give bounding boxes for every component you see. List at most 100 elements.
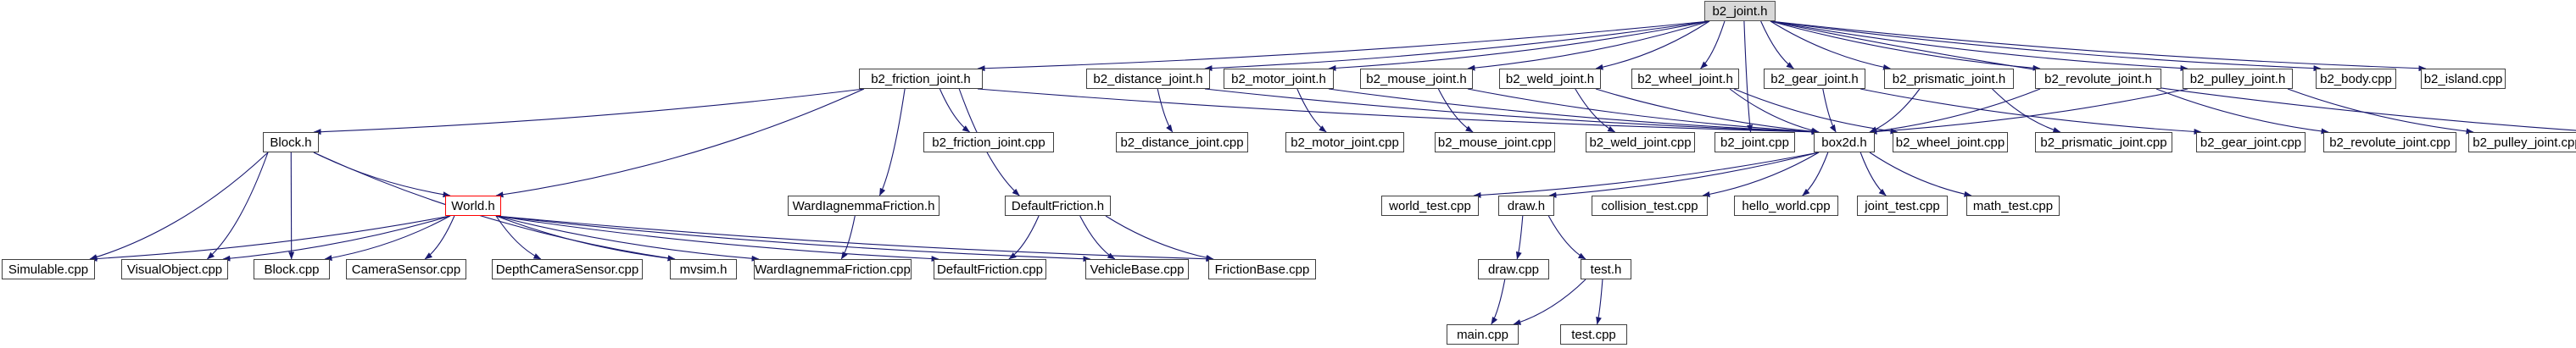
graph-node-b2-revolute-joint-cpp[interactable]: b2_revolute_joint.cpp <box>2323 132 2456 152</box>
graph-node-b2-gear-joint-cpp[interactable]: b2_gear_joint.cpp <box>2196 132 2306 152</box>
graph-node-b2-mouse-joint-h[interactable]: b2_mouse_joint.h <box>1360 69 1473 89</box>
graph-node-draw-h[interactable]: draw.h <box>1498 196 1554 216</box>
graph-node-b2-wheel-joint-cpp[interactable]: b2_wheel_joint.cpp <box>1893 132 2008 152</box>
graph-edge <box>1860 152 1887 196</box>
graph-edge <box>206 152 269 260</box>
graph-node-b2-prismatic-joint-h[interactable]: b2_prismatic_joint.h <box>1884 69 2014 89</box>
graph-node-test-cpp[interactable]: test.cpp <box>1560 324 1627 345</box>
graph-node-label: FrictionBase.cpp <box>1214 262 1310 277</box>
graph-node-b2-gear-joint-h[interactable]: b2_gear_joint.h <box>1764 69 1865 89</box>
graph-node-joint-test-cpp[interactable]: joint_test.cpp <box>1857 196 1948 216</box>
graph-edge <box>495 88 865 198</box>
graph-node-World-h[interactable]: World.h <box>445 196 501 216</box>
graph-node-b2-body-cpp[interactable]: b2_body.cpp <box>2316 69 2396 89</box>
graph-edge <box>1328 20 1710 71</box>
graph-node-b2-prismatic-joint-cpp[interactable]: b2_prismatic_joint.cpp <box>2035 132 2172 152</box>
graph-node-b2-motor-joint-h[interactable]: b2_motor_joint.h <box>1224 69 1334 89</box>
graph-edge <box>1595 88 1820 135</box>
graph-node-hello-world-cpp[interactable]: hello_world.cpp <box>1734 196 1838 216</box>
graph-node-Block-h[interactable]: Block.h <box>263 132 319 152</box>
graph-node-collision-test-cpp[interactable]: collision_test.cpp <box>1592 196 1708 216</box>
graph-edge <box>1513 279 1586 325</box>
graph-node-b2-joint-h[interactable]: b2_joint.h <box>1704 1 1776 21</box>
graph-node-b2-wheel-joint-h[interactable]: b2_wheel_joint.h <box>1631 69 1739 89</box>
graph-edge <box>1760 20 1794 69</box>
graph-edge <box>1105 215 1214 261</box>
graph-node-b2-mouse-joint-cpp[interactable]: b2_mouse_joint.cpp <box>1435 132 1555 152</box>
graph-edge <box>1822 88 1837 133</box>
graph-edge <box>878 88 906 196</box>
graph-node-box2d-h[interactable]: box2d.h <box>1814 132 1875 152</box>
graph-edge <box>1869 88 2188 135</box>
graph-node-b2-weld-joint-h[interactable]: b2_weld_joint.h <box>1499 69 1601 89</box>
graph-node-b2-pulley-joint-h[interactable]: b2_pulley_joint.h <box>2183 69 2293 89</box>
graph-node-FrictionBase-cpp[interactable]: FrictionBase.cpp <box>1208 259 1316 279</box>
graph-node-label: test.cpp <box>1571 327 1616 342</box>
graph-edge <box>1467 88 1820 135</box>
graph-node-DefaultFriction-h[interactable]: DefaultFriction.h <box>1005 196 1111 216</box>
graph-node-math-test-cpp[interactable]: math_test.cpp <box>1966 196 2060 216</box>
graph-edge <box>977 20 1710 72</box>
graph-edge <box>1547 215 1586 260</box>
graph-node-b2-friction-joint-cpp[interactable]: b2_friction_joint.cpp <box>923 132 1054 152</box>
graph-edge <box>1869 152 1972 197</box>
graph-edge <box>89 215 451 262</box>
graph-node-label: b2_joint.h <box>1712 3 1768 19</box>
graph-node-VisualObject-cpp[interactable]: VisualObject.cpp <box>121 259 228 279</box>
graph-node-WardIagnemmaFriction-cpp[interactable]: WardIagnemmaFriction.cpp <box>754 259 912 279</box>
graph-node-label: CameraSensor.cpp <box>351 262 461 277</box>
graph-node-CameraSensor-cpp[interactable]: CameraSensor.cpp <box>346 259 466 279</box>
graph-node-Block-cpp[interactable]: Block.cpp <box>254 259 330 279</box>
graph-node-b2-pulley-joint-cpp[interactable]: b2_pulley_joint.cpp <box>2468 132 2576 152</box>
graph-node-mvsim-h[interactable]: mvsim.h <box>670 259 737 279</box>
graph-node-label: b2_motor_joint.h <box>1231 71 1326 86</box>
graph-edge <box>1008 215 1040 260</box>
graph-node-test-h[interactable]: test.h <box>1581 259 1631 279</box>
graph-node-label: test.h <box>1590 262 1622 277</box>
graph-edge <box>1733 88 1899 135</box>
graph-edge <box>1328 88 1820 135</box>
graph-edge <box>495 215 940 262</box>
graph-node-label: b2_revolute_joint.cpp <box>2329 135 2451 150</box>
graph-edge <box>1860 88 2202 135</box>
graph-node-label: draw.h <box>1507 198 1546 213</box>
graph-edge <box>313 88 865 135</box>
graph-node-b2-distance-joint-h[interactable]: b2_distance_joint.h <box>1086 69 1210 89</box>
graph-node-b2-joint-cpp[interactable]: b2_joint.cpp <box>1715 132 1795 152</box>
graph-edge <box>1079 215 1116 260</box>
graph-node-label: draw.cpp <box>1487 262 1540 277</box>
graph-edge <box>1157 88 1174 133</box>
graph-edge <box>1770 20 2188 72</box>
graph-node-label: b2_pulley_joint.cpp <box>2473 135 2576 150</box>
graph-node-VehicleBase-cpp[interactable]: VehicleBase.cpp <box>1085 259 1189 279</box>
graph-node-label: b2_motor_joint.cpp <box>1291 135 1399 150</box>
graph-node-WardIagnemmaFriction-h[interactable]: WardIagnemmaFriction.h <box>788 196 940 216</box>
graph-node-label: b2_weld_joint.cpp <box>1589 135 1692 150</box>
graph-node-DepthCameraSensor-cpp[interactable]: DepthCameraSensor.cpp <box>492 259 643 279</box>
graph-node-b2-island-cpp[interactable]: b2_island.cpp <box>2421 69 2506 89</box>
graph-node-label: b2_pulley_joint.h <box>2189 71 2286 86</box>
graph-node-b2-distance-joint-cpp[interactable]: b2_distance_joint.cpp <box>1116 132 1248 152</box>
graph-edge <box>222 215 451 262</box>
graph-edge <box>1575 88 1616 133</box>
graph-node-Simulable-cpp[interactable]: Simulable.cpp <box>2 259 95 279</box>
graph-node-world-test-cpp[interactable]: world_test.cpp <box>1381 196 1479 216</box>
graph-node-draw-cpp[interactable]: draw.cpp <box>1478 259 1549 279</box>
graph-node-b2-motor-joint-cpp[interactable]: b2_motor_joint.cpp <box>1285 132 1404 152</box>
graph-node-DefaultFriction-cpp[interactable]: DefaultFriction.cpp <box>934 259 1046 279</box>
graph-edge <box>1770 20 1891 70</box>
graph-node-label: main.cpp <box>1457 327 1508 342</box>
graph-node-label: b2_distance_joint.h <box>1093 71 1203 86</box>
graph-node-label: b2_prismatic_joint.cpp <box>2040 135 2167 150</box>
graph-edge <box>424 215 455 260</box>
graph-node-b2-weld-joint-cpp[interactable]: b2_weld_joint.cpp <box>1586 132 1695 152</box>
graph-node-b2-revolute-joint-h[interactable]: b2_revolute_joint.h <box>2035 69 2161 89</box>
graph-edge <box>1992 88 2061 133</box>
graph-edge <box>1802 152 1829 196</box>
graph-node-label: b2_revolute_joint.h <box>2044 71 2152 86</box>
graph-node-main-cpp[interactable]: main.cpp <box>1447 324 1519 345</box>
graph-edge <box>1770 20 2427 72</box>
graph-edge <box>495 215 676 262</box>
graph-edge <box>495 215 542 260</box>
graph-node-b2-friction-joint-h[interactable]: b2_friction_joint.h <box>859 69 983 89</box>
